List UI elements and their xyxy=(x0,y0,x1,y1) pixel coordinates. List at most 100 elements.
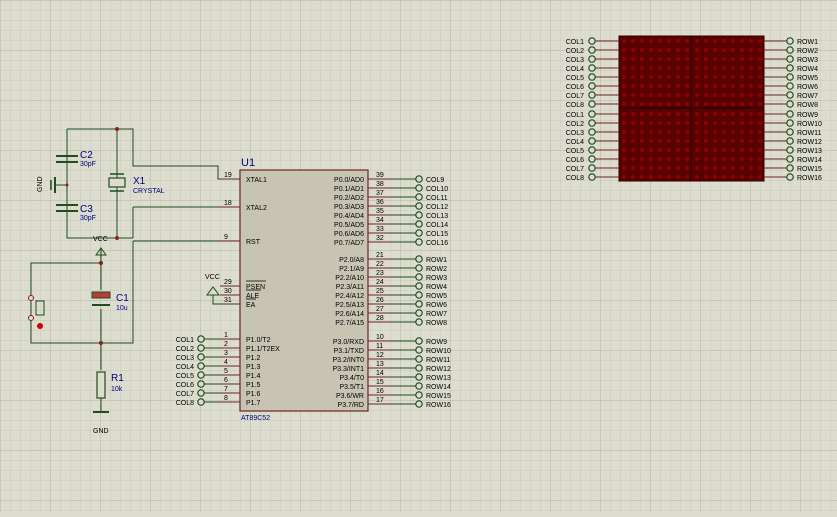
matrix-terminal[interactable] xyxy=(786,119,794,127)
matrix-terminal[interactable] xyxy=(786,82,794,90)
microcontroller-u1[interactable]: U1 AT89C52 19XTAL118XTAL29RST29PSEN30ALE… xyxy=(176,157,451,422)
matrix-terminal[interactable] xyxy=(786,173,794,181)
led-dot xyxy=(675,138,681,144)
chip-pin-number: 16 xyxy=(376,388,384,395)
net-terminal[interactable] xyxy=(415,220,423,228)
chip-pin-name: P1.2 xyxy=(246,355,261,362)
net-terminal[interactable] xyxy=(415,282,423,290)
net-terminal[interactable] xyxy=(415,364,423,372)
matrix-terminal[interactable] xyxy=(588,137,596,145)
led-dot xyxy=(630,111,636,117)
matrix-terminal[interactable] xyxy=(786,146,794,154)
chip-pin-name: P0.2/AD2 xyxy=(334,195,364,202)
net-terminal[interactable] xyxy=(197,353,205,361)
led-dot xyxy=(730,165,736,171)
matrix-col-label: COL8 xyxy=(566,175,584,182)
matrix-terminal[interactable] xyxy=(786,55,794,63)
net-terminal[interactable] xyxy=(415,300,423,308)
chip-pins: 19XTAL118XTAL29RST29PSEN30ALE31EA1P1.0/T… xyxy=(176,172,451,409)
net-label: COL7 xyxy=(176,391,194,398)
capacitor-c3[interactable]: C3 30pF xyxy=(56,204,96,222)
matrix-terminal[interactable] xyxy=(588,55,596,63)
net-terminal[interactable] xyxy=(415,318,423,326)
net-label: ROW16 xyxy=(426,402,451,409)
chip-pin-name: P1.1/T2EX xyxy=(246,346,280,353)
net-terminal[interactable] xyxy=(197,398,205,406)
matrix-terminal[interactable] xyxy=(588,119,596,127)
c3-ref: C3 xyxy=(80,204,93,215)
matrix-terminal[interactable] xyxy=(588,173,596,181)
led-dot xyxy=(694,47,700,53)
matrix-terminal[interactable] xyxy=(786,137,794,145)
matrix-terminal[interactable] xyxy=(786,91,794,99)
matrix-terminal[interactable] xyxy=(588,164,596,172)
led-matrix[interactable]: COL1COL2COL3COL4COL5COL6COL7COL8COL1COL2… xyxy=(566,35,822,182)
net-terminal[interactable] xyxy=(415,175,423,183)
matrix-terminal[interactable] xyxy=(588,46,596,54)
matrix-terminal[interactable] xyxy=(588,91,596,99)
matrix-terminal[interactable] xyxy=(786,100,794,108)
matrix-terminal[interactable] xyxy=(588,155,596,163)
net-terminal[interactable] xyxy=(415,264,423,272)
net-terminal[interactable] xyxy=(197,380,205,388)
net-terminal[interactable] xyxy=(197,371,205,379)
matrix-terminal[interactable] xyxy=(786,128,794,136)
net-terminal[interactable] xyxy=(415,184,423,192)
chip-pin-name: P3.4/T0 xyxy=(339,375,364,382)
net-terminal[interactable] xyxy=(197,344,205,352)
net-terminal[interactable] xyxy=(415,309,423,317)
net-terminal[interactable] xyxy=(415,291,423,299)
led-dot xyxy=(639,120,645,126)
chip-pin-number: 13 xyxy=(376,361,384,368)
matrix-terminal[interactable] xyxy=(588,146,596,154)
net-terminal[interactable] xyxy=(415,400,423,408)
led-dot xyxy=(621,38,627,44)
led-dot xyxy=(712,174,718,180)
net-terminal[interactable] xyxy=(415,346,423,354)
net-terminal[interactable] xyxy=(415,382,423,390)
led-dot xyxy=(684,129,690,135)
led-dot xyxy=(730,83,736,89)
net-terminal[interactable] xyxy=(415,391,423,399)
matrix-terminal[interactable] xyxy=(588,128,596,136)
led-dot xyxy=(630,74,636,80)
led-dot xyxy=(675,92,681,98)
matrix-terminal[interactable] xyxy=(786,110,794,118)
net-terminal[interactable] xyxy=(415,202,423,210)
net-terminal[interactable] xyxy=(197,389,205,397)
crystal-x1[interactable]: X1 CRYSTAL xyxy=(108,173,165,195)
led-dot xyxy=(675,111,681,117)
matrix-terminal[interactable] xyxy=(786,46,794,54)
matrix-terminal[interactable] xyxy=(786,37,794,45)
matrix-terminal[interactable] xyxy=(588,82,596,90)
net-terminal[interactable] xyxy=(415,355,423,363)
led-dot xyxy=(712,47,718,53)
resistor-r1[interactable]: R1 10k xyxy=(96,371,124,399)
matrix-terminal[interactable] xyxy=(588,73,596,81)
net-terminal[interactable] xyxy=(415,337,423,345)
matrix-terminal[interactable] xyxy=(588,100,596,108)
net-terminal[interactable] xyxy=(415,193,423,201)
led-dot xyxy=(666,101,672,107)
net-terminal[interactable] xyxy=(415,211,423,219)
matrix-terminal[interactable] xyxy=(588,64,596,72)
net-terminal[interactable] xyxy=(415,255,423,263)
matrix-terminal[interactable] xyxy=(588,110,596,118)
net-terminal[interactable] xyxy=(415,238,423,246)
net-terminal[interactable] xyxy=(197,335,205,343)
net-terminal[interactable] xyxy=(415,273,423,281)
led-dot xyxy=(648,138,654,144)
matrix-terminal[interactable] xyxy=(786,164,794,172)
matrix-terminal[interactable] xyxy=(786,64,794,72)
matrix-terminal[interactable] xyxy=(588,37,596,45)
reset-button[interactable] xyxy=(28,295,45,330)
net-terminal[interactable] xyxy=(415,373,423,381)
led-dot xyxy=(712,38,718,44)
matrix-terminal[interactable] xyxy=(786,155,794,163)
matrix-terminal[interactable] xyxy=(786,73,794,81)
capacitor-c1[interactable]: C1 10u xyxy=(91,291,129,312)
net-terminal[interactable] xyxy=(197,362,205,370)
net-terminal[interactable] xyxy=(415,229,423,237)
capacitor-c2[interactable]: C2 30pF xyxy=(56,150,96,168)
